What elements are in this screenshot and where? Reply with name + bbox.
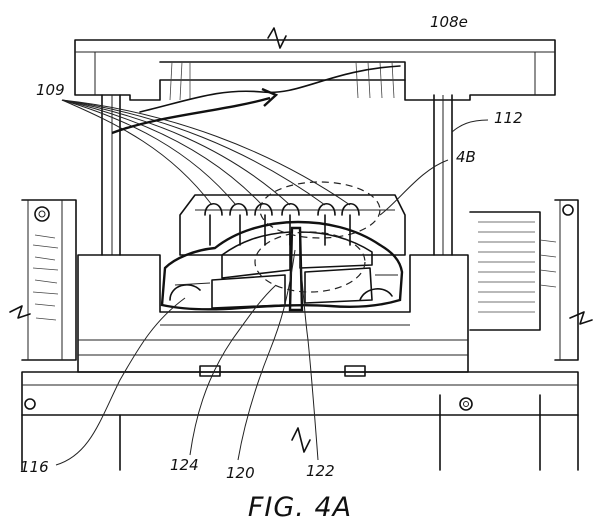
label-122: 122 bbox=[306, 462, 335, 480]
upper-crossbeam bbox=[74, 27, 556, 113]
tie-bar-columns bbox=[101, 94, 453, 256]
leader-lines bbox=[55, 87, 489, 466]
lower-platen bbox=[77, 194, 469, 373]
vehicle-body-casting bbox=[160, 181, 404, 312]
label-120: 120 bbox=[226, 464, 255, 482]
label-116: 116 bbox=[20, 458, 49, 476]
machine-base bbox=[21, 365, 579, 471]
label-124: 124 bbox=[170, 456, 199, 474]
figure-caption: FIG. 4A bbox=[248, 492, 352, 523]
right-side-housing bbox=[469, 199, 593, 361]
label-4b: 4B bbox=[456, 148, 476, 166]
label-109: 109 bbox=[36, 81, 65, 99]
clamp-loops bbox=[204, 202, 360, 246]
left-side-housing bbox=[9, 199, 77, 361]
label-112: 112 bbox=[494, 109, 523, 127]
label-108e: 108e bbox=[430, 13, 468, 31]
